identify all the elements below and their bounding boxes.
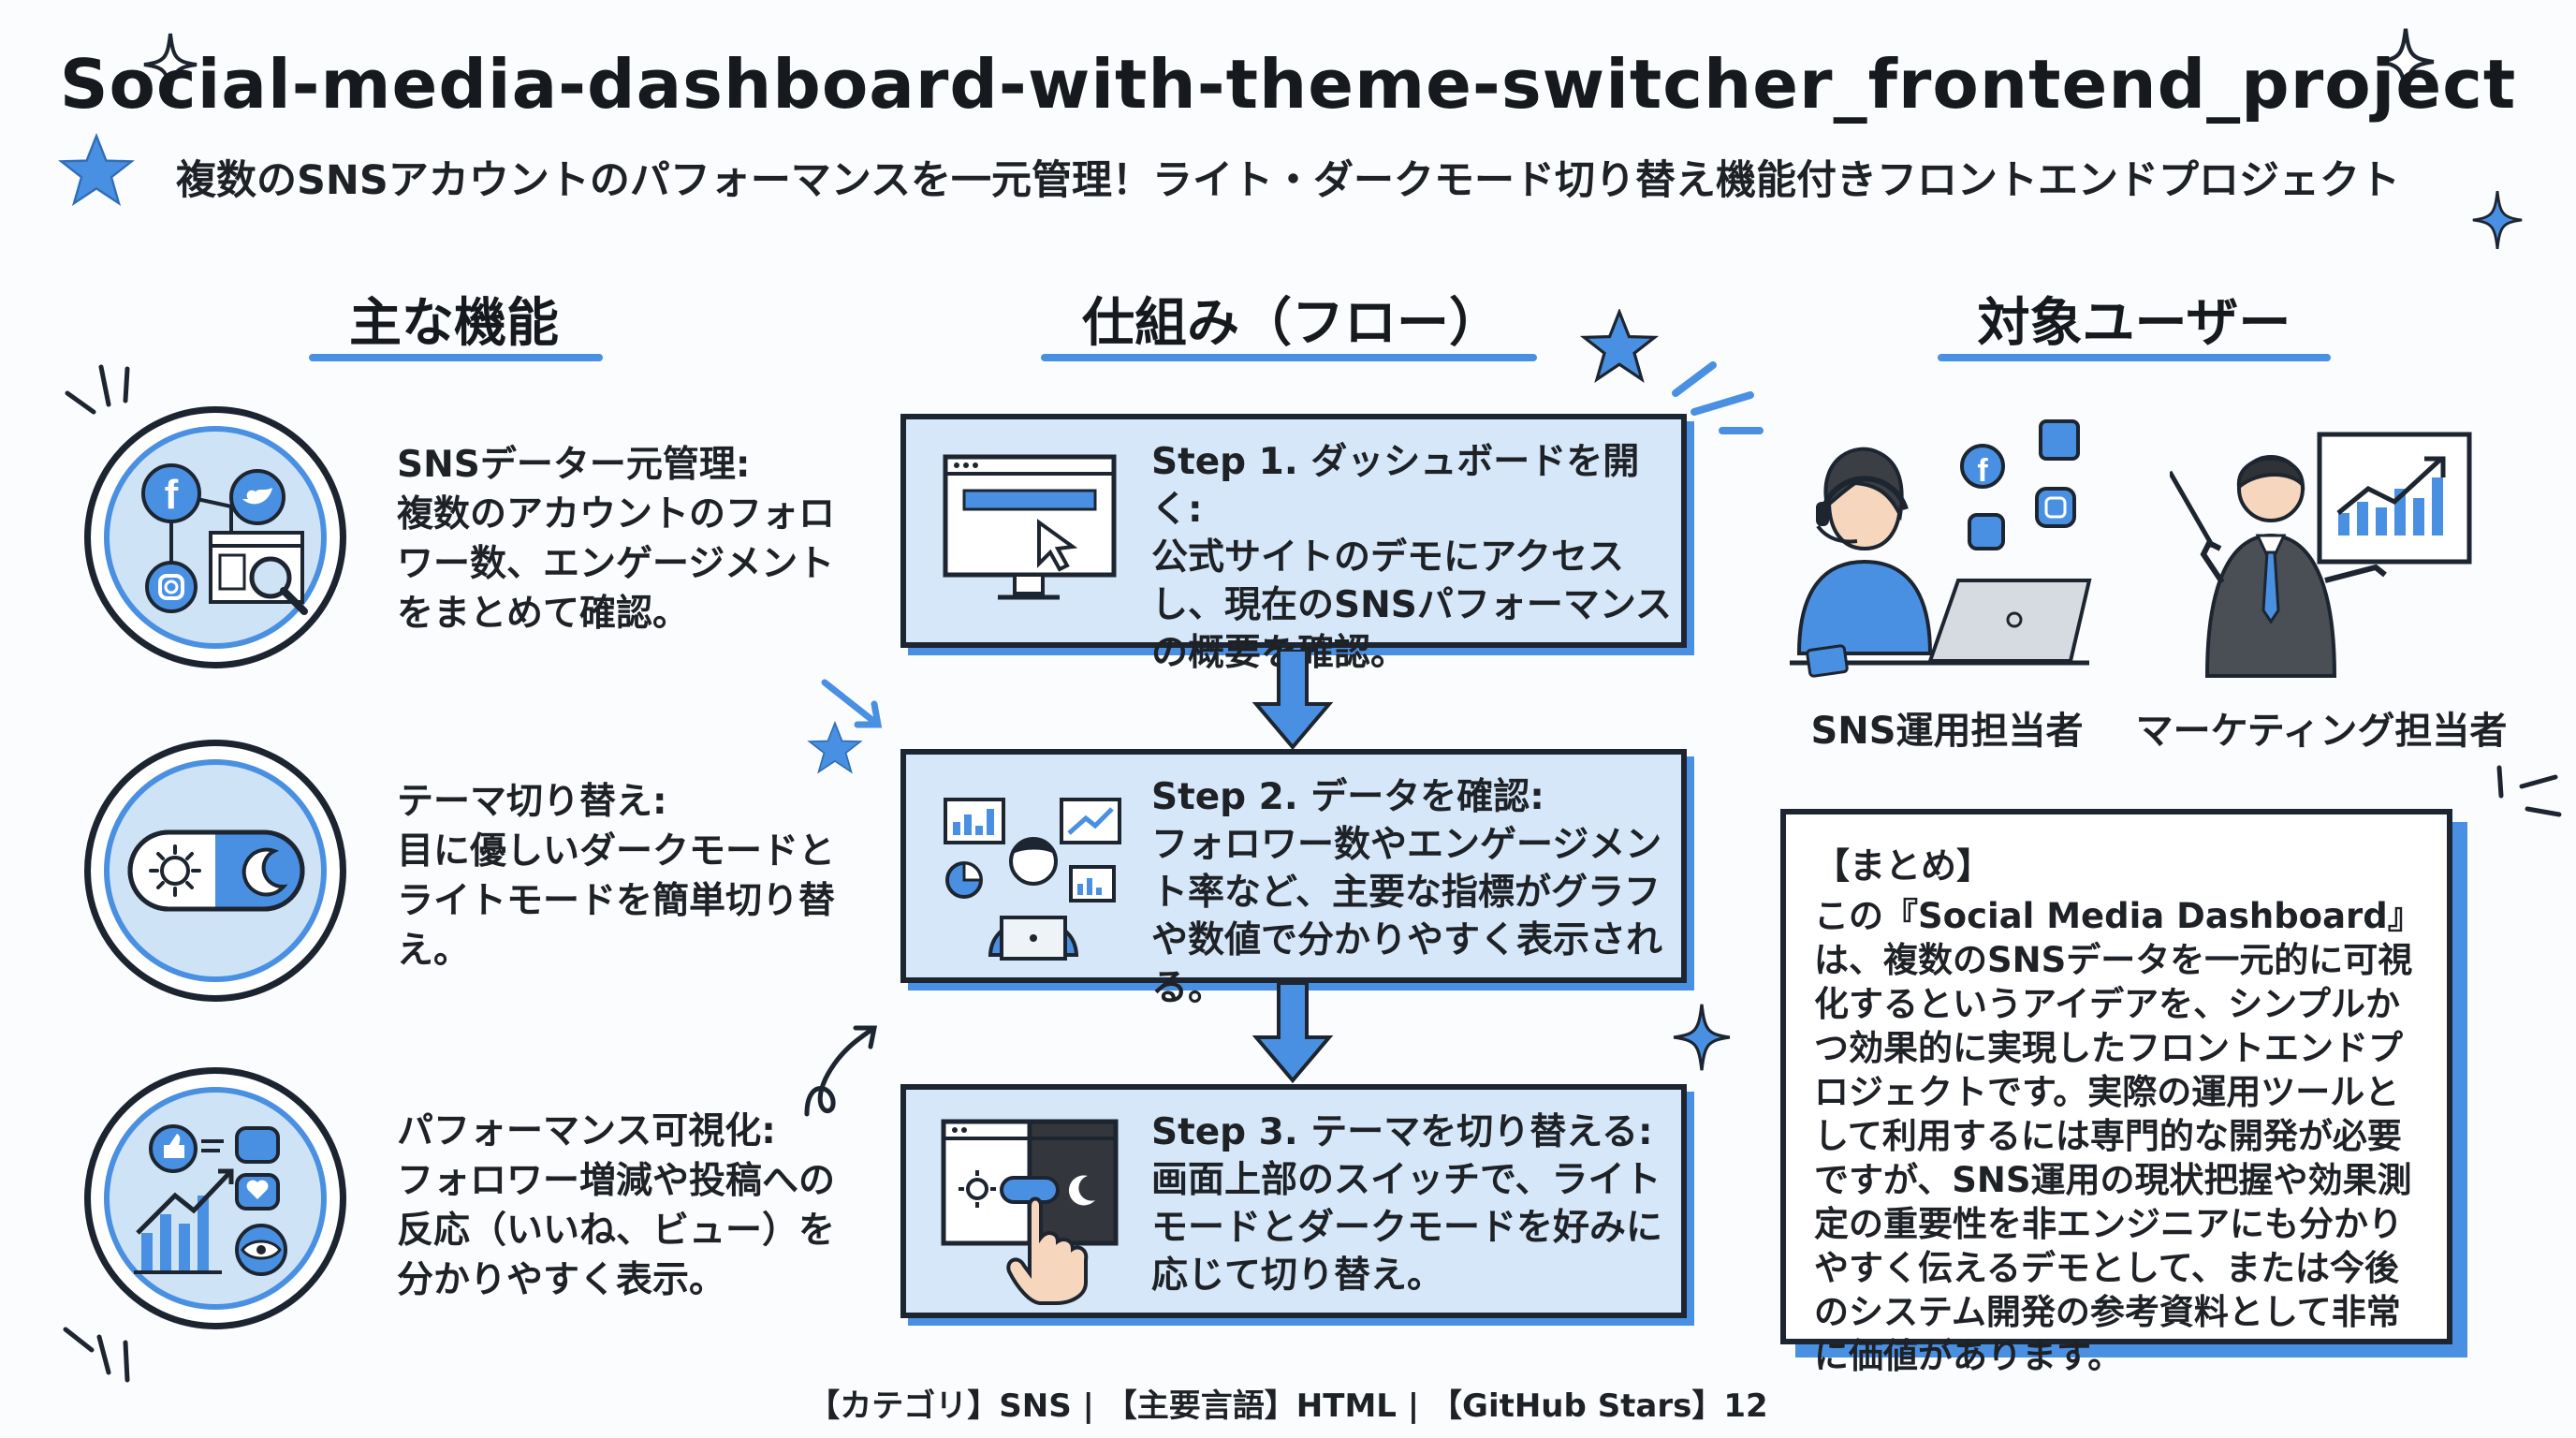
svg-text:f: f xyxy=(165,472,179,518)
features-heading: 主な機能 xyxy=(349,293,559,354)
feature-icon-circle-theme xyxy=(84,740,346,1002)
feature-title: テーマ切り替え: xyxy=(397,781,667,823)
flow-arrow-down-icon xyxy=(1251,650,1334,751)
page-subtitle: 複数のSNSアカウントのパフォーマンスを一元管理！ライト・ダークモード切り替え機… xyxy=(175,157,2401,204)
feature-icon-circle-sns: f xyxy=(84,406,346,668)
svg-text:f: f xyxy=(1977,453,1988,489)
features-heading-underline xyxy=(309,354,603,361)
burst-lines-icon xyxy=(2496,765,2562,817)
sparkle-icon xyxy=(1673,1004,1731,1071)
step-title: Step 1. ダッシュボードを開く: xyxy=(1151,441,1640,531)
performance-chart-icon xyxy=(134,1124,287,1276)
theme-switch-tap-icon xyxy=(941,1119,1119,1305)
flow-heading-underline xyxy=(1041,354,1537,361)
browser-window-icon xyxy=(943,454,1117,600)
feature-icon-circle-performance xyxy=(84,1067,346,1329)
user-label-sns-operator: SNS運用担当者 xyxy=(1810,710,2084,753)
step-title: Step 2. データを確認: xyxy=(1151,776,1544,818)
burst-lines-icon xyxy=(63,1327,130,1383)
star-icon xyxy=(807,721,863,774)
star-icon xyxy=(1580,309,1659,383)
step-3-box: Step 3. テーマを切り替える: 画面上部のスイッチで、ライトモードとダーク… xyxy=(900,1084,1687,1318)
step-1-box: Step 1. ダッシュボードを開く: 公式サイトのデモにアクセスし、現在のSN… xyxy=(900,414,1687,674)
feature-body: 複数のアカウントのフォロワー数、エンゲージメントをまとめて確認。 xyxy=(397,493,836,635)
step-body: フォロワー数やエンゲージメント率など、主要な指標がグラフや数値で分かりやすく表示… xyxy=(1151,824,1663,1009)
step-3-text: Step 3. テーマを切り替える: 画面上部のスイッチで、ライトモードとダーク… xyxy=(1151,1108,1676,1299)
pointer-arrow-icon xyxy=(821,679,883,728)
step-body: 画面上部のスイッチで、ライトモードとダークモードを好みに応じて切り替え。 xyxy=(1151,1159,1663,1297)
step-1-text: Step 1. ダッシュボードを開く: 公式サイトのデモにアクセスし、現在のSN… xyxy=(1151,438,1676,677)
burst-lines-icon xyxy=(65,364,130,415)
feature-title: SNSデーター元管理: xyxy=(397,444,751,486)
feature-theme-text: テーマ切り替え: 目に優しいダークモードとライトモードを簡単切り替え。 xyxy=(397,777,856,976)
curly-arrow-icon xyxy=(804,1025,878,1117)
user-label-marketer: マーケティング担当者 xyxy=(2135,710,2508,753)
marketer-presenter-icon xyxy=(2170,432,2472,678)
step-2-box: Step 2. データを確認: フォロワー数やエンゲージメント率など、主要な指標… xyxy=(900,749,1687,1009)
feature-body: 目に優しいダークモードとライトモードを簡単切り替え。 xyxy=(397,830,836,972)
sparkle-icon xyxy=(2377,28,2435,95)
summary-heading: 【まとめ】 xyxy=(1814,845,1993,887)
star-icon xyxy=(58,133,135,207)
feature-body: フォロワー増減や投稿への反応（いいね、ビュー）を分かりやすく表示。 xyxy=(397,1160,836,1301)
feature-sns-text: SNSデーター元管理: 複数のアカウントのフォロワー数、エンゲージメントをまとめ… xyxy=(397,440,856,638)
analyst-charts-icon xyxy=(944,798,1121,961)
feature-performance-text: パフォーマンス可視化: フォロワー増減や投稿への反応（いいね、ビュー）を分かりや… xyxy=(397,1107,856,1305)
footer-meta: 【カテゴリ】SNS | 【主要言語】HTML | 【GitHub Stars】1… xyxy=(808,1387,1768,1425)
theme-toggle-icon xyxy=(127,829,305,912)
sparkle-icon xyxy=(2472,191,2523,249)
users-heading: 対象ユーザー xyxy=(1977,293,2291,354)
users-heading-underline xyxy=(1938,354,2331,361)
flow-arrow-down-icon xyxy=(1251,983,1334,1084)
step-body: 公式サイトのデモにアクセスし、現在のSNSパフォーマンスの概要を確認。 xyxy=(1151,536,1673,674)
page-title: Social-media-dashboard-with-theme-switch… xyxy=(59,45,2517,124)
burst-lines-icon xyxy=(1672,361,1764,434)
sparkle-icon xyxy=(143,33,198,96)
feature-title: パフォーマンス可視化: xyxy=(397,1110,776,1152)
sns-network-icon: f xyxy=(141,463,308,615)
sns-operator-icon: f xyxy=(1790,419,2092,678)
flow-heading: 仕組み（フロー） xyxy=(1082,293,1501,354)
step-2-text: Step 2. データを確認: フォロワー数やエンゲージメント率など、主要な指標… xyxy=(1151,773,1676,1012)
summary-box: 【まとめ】 この『Social Media Dashboard』は、複数のSNS… xyxy=(1780,809,2452,1376)
step-title: Step 3. テーマを切り替える: xyxy=(1151,1111,1653,1153)
summary-body: この『Social Media Dashboard』は、複数のSNSデータを一元… xyxy=(1814,896,2413,1376)
